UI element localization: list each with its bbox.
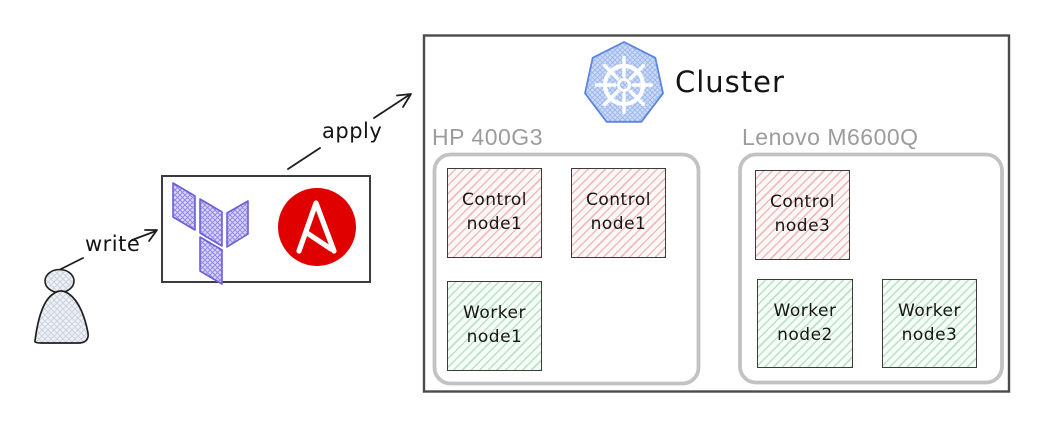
worker-node1-box: Worker node1 [447, 281, 542, 371]
control-node1-box-a: Control node1 [447, 168, 542, 258]
host-box-hp [432, 152, 701, 386]
write-arrow [60, 229, 158, 270]
node-label: Control node1 [586, 190, 651, 234]
person-icon [34, 268, 89, 344]
host-name-hp: HP 400G3 [432, 124, 543, 150]
kubernetes-icon [584, 41, 664, 123]
host-name-lenovo: Lenovo M6600Q [742, 124, 919, 150]
terraform-icon [172, 182, 249, 285]
node-label: Worker node1 [463, 303, 526, 347]
node-label: Worker node3 [898, 300, 961, 345]
control-node1-box-b: Control node1 [571, 168, 666, 258]
node-label: Worker node2 [773, 300, 837, 345]
apply-arrow [287, 93, 412, 170]
ansible-icon [278, 188, 356, 266]
node-label: Control node1 [462, 190, 527, 234]
write-arrow-label: write [85, 232, 141, 256]
host-box-lenovo [738, 152, 1004, 385]
control-node3-box: Control node3 [755, 170, 850, 260]
node-label: Control node3 [770, 192, 835, 236]
apply-arrow-label: apply [322, 119, 383, 143]
worker-node2-box: Worker node2 [757, 279, 853, 368]
worker-node3-box: Worker node3 [882, 279, 977, 368]
cluster-title: Cluster [675, 65, 785, 99]
